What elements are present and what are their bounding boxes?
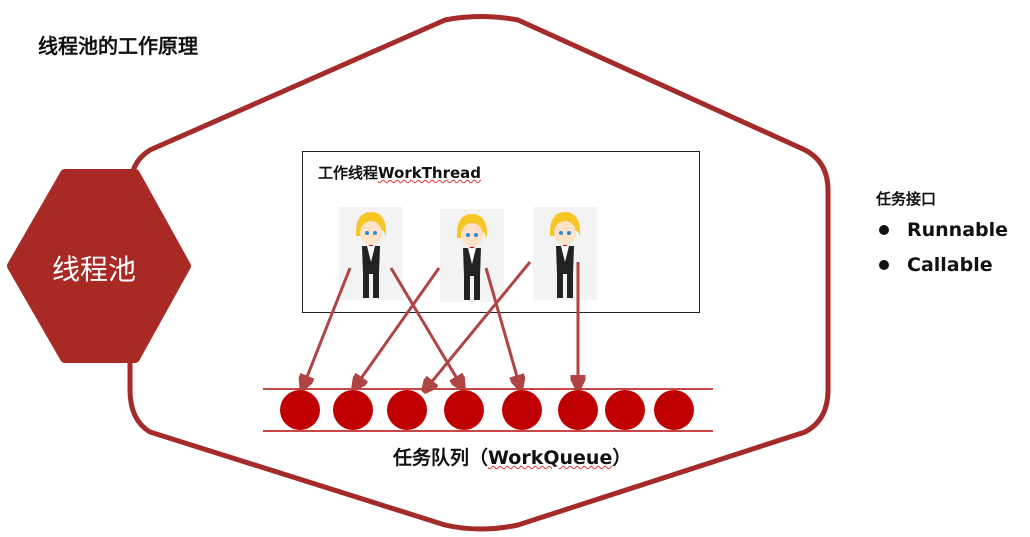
interface-item: Callable [876,247,1008,282]
arrow [303,267,352,387]
task-item [605,390,645,430]
arrow [389,267,462,387]
task-item [444,390,484,430]
task-item [280,390,320,430]
task-item [333,390,373,430]
worker-figure-3 [533,207,597,300]
worker-figure-2 [440,209,504,302]
task-circles [280,390,694,430]
task-arrows [303,261,578,390]
arrow [484,267,520,387]
task-interface-list: Runnable Callable [876,212,1008,282]
queue-label: 任务队列（WorkQueue） [393,447,632,469]
interface-label: Runnable [907,218,1009,241]
bullet-icon [879,224,889,235]
worker-thread-title: 工作线程WorkThread [318,164,482,182]
task-item [502,390,542,430]
arrow [355,267,441,387]
pool-label: 线程池 [52,253,137,286]
arrow [425,261,532,390]
interface-item: Runnable [876,212,1008,247]
bullet-icon [879,259,889,270]
task-item [654,390,694,430]
pool-hexagon [7,169,191,363]
page-title: 线程池的工作原理 [38,34,198,58]
task-interface-title: 任务接口 [876,190,937,208]
task-item [558,390,598,430]
task-item [387,390,427,430]
interface-label: Callable [907,253,993,276]
worker-figure-1 [339,207,403,300]
